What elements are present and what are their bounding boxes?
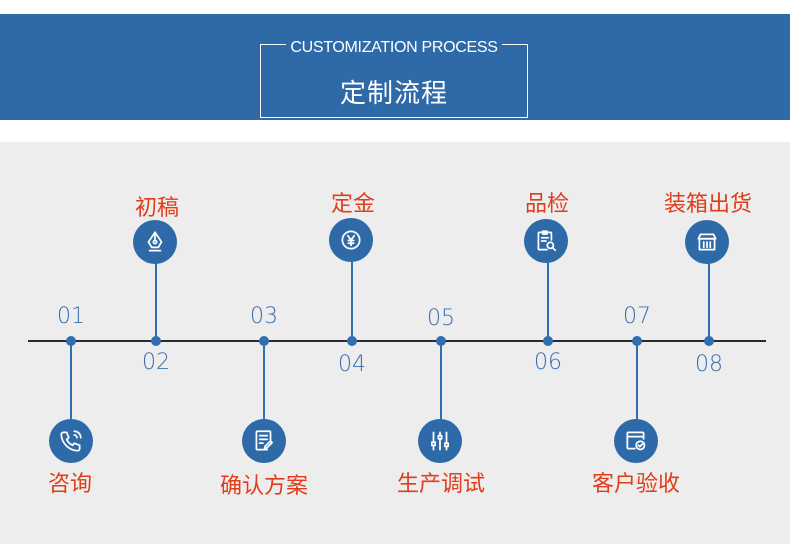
step-dot (66, 336, 76, 346)
step-dot (632, 336, 642, 346)
title-chinese: 定制流程 (339, 79, 448, 109)
process-panel (0, 142, 790, 544)
step-label: 品检 (524, 192, 569, 217)
sliders-icon (418, 419, 462, 463)
window-check-icon (614, 419, 658, 463)
step-connector (636, 341, 638, 419)
yen-coin-icon (329, 218, 373, 262)
step-connector (547, 262, 549, 342)
step-label: 定金 (330, 192, 375, 217)
step-number: 02 (142, 350, 170, 375)
title-box: CUSTOMIZATION PROCESS 定制流程 (260, 39, 528, 118)
step-dot (543, 336, 553, 346)
step-connector (155, 262, 157, 342)
header-banner: CUSTOMIZATION PROCESS 定制流程 (0, 14, 790, 120)
title-english: CUSTOMIZATION PROCESS (286, 39, 502, 56)
step-label: 确认方案 (219, 474, 308, 499)
step-dot (151, 336, 161, 346)
step-number: 06 (534, 350, 562, 375)
shop-box-icon (685, 220, 729, 264)
step-connector (263, 341, 265, 419)
step-number: 08 (695, 352, 723, 377)
phone-icon (49, 419, 93, 463)
step-number: 05 (427, 306, 455, 331)
step-label: 咨询 (47, 472, 92, 497)
step-label: 初稿 (134, 196, 179, 221)
clipboard-search-icon (524, 219, 568, 263)
step-dot (259, 336, 269, 346)
step-number: 07 (623, 304, 651, 329)
document-edit-icon (242, 419, 286, 463)
step-dot (436, 336, 446, 346)
step-dot (347, 336, 357, 346)
step-connector (708, 262, 710, 342)
step-number: 03 (250, 304, 278, 329)
step-connector (70, 341, 72, 419)
step-dot (704, 336, 714, 346)
step-label: 生产调试 (396, 472, 485, 497)
step-number: 01 (57, 304, 85, 329)
step-connector (440, 341, 442, 419)
step-number: 04 (338, 352, 366, 377)
timeline-axis (28, 340, 766, 342)
step-label: 装箱出货 (663, 192, 752, 217)
step-connector (351, 262, 353, 342)
step-label: 客户验收 (591, 472, 680, 497)
pen-nib-icon (133, 220, 177, 264)
